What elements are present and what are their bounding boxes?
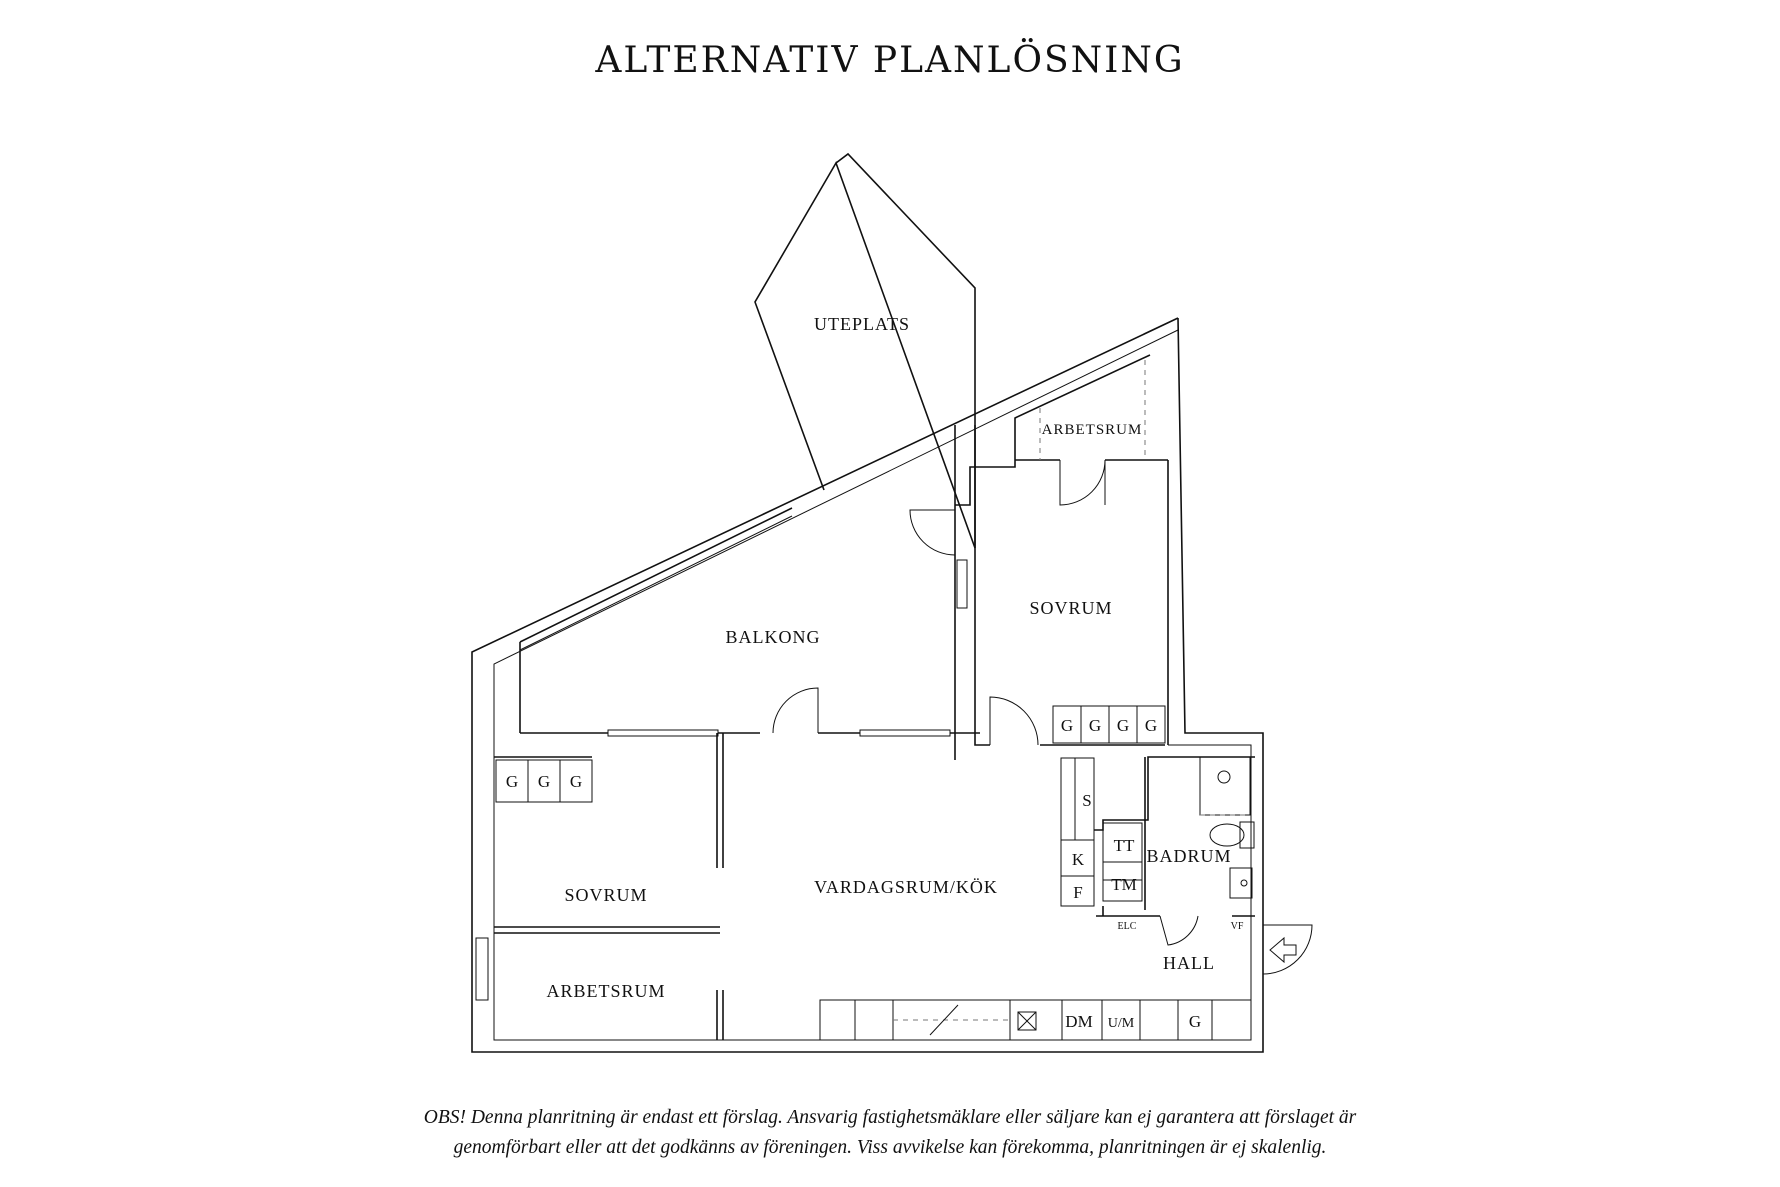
study-top-walls [1014, 354, 1168, 506]
building-outline [471, 317, 1264, 1053]
label-arbetsrum-bottom: ARBETSRUM [546, 981, 665, 1001]
bedroom-right-walls [955, 460, 1169, 746]
sink-label: S [1082, 791, 1091, 810]
wardrobe-label: G [570, 772, 582, 791]
bedroom-left-walls [475, 733, 724, 1040]
disclaimer-note: OBS! Denna planritning är endast ett för… [0, 1103, 1780, 1163]
fridge-label: K [1072, 850, 1085, 869]
vf-label: VF [1231, 921, 1244, 932]
oven-micro-label: U/M [1108, 1016, 1135, 1031]
label-uteplats: UTEPLATS [814, 314, 910, 334]
wardrobe-label: G [538, 772, 550, 791]
wardrobe-label: G [1145, 716, 1157, 735]
washer-label: TM [1111, 875, 1137, 894]
label-sovrum-right: SOVRUM [1029, 598, 1112, 618]
disclaimer-line-2: genomförbart eller att det godkänns av f… [453, 1137, 1327, 1158]
label-arbetsrum-top: ARBETSRUM [1042, 422, 1143, 438]
label-hall: HALL [1163, 953, 1215, 973]
page-title: ALTERNATIV PLANLÖSNING [595, 40, 1185, 81]
wardrobe-label: G [506, 772, 518, 791]
kitchen-counter [819, 999, 1252, 1041]
dishwasher-label: DM [1065, 1012, 1092, 1031]
terrace-outline [754, 152, 976, 549]
kitchen-bath-walls [1060, 756, 1255, 946]
elc-label: ELC [1118, 921, 1137, 932]
wardrobe-label: G [1189, 1012, 1201, 1031]
label-badrum: BADRUM [1146, 846, 1231, 866]
label-balkong: BALKONG [726, 627, 821, 647]
disclaimer-line-1: OBS! Denna planritning är endast ett för… [423, 1107, 1357, 1128]
label-sovrum-left: SOVRUM [564, 885, 647, 905]
wardrobe-label: G [1117, 716, 1129, 735]
label-vardagsrum: VARDAGSRUM/KÖK [814, 877, 998, 897]
entrance-door [1262, 924, 1313, 975]
wardrobe-label: G [1061, 716, 1073, 735]
dryer-label: TT [1114, 836, 1135, 855]
balcony-walls [519, 425, 980, 760]
freezer-label: F [1073, 883, 1082, 902]
wardrobe-label: G [1089, 716, 1101, 735]
